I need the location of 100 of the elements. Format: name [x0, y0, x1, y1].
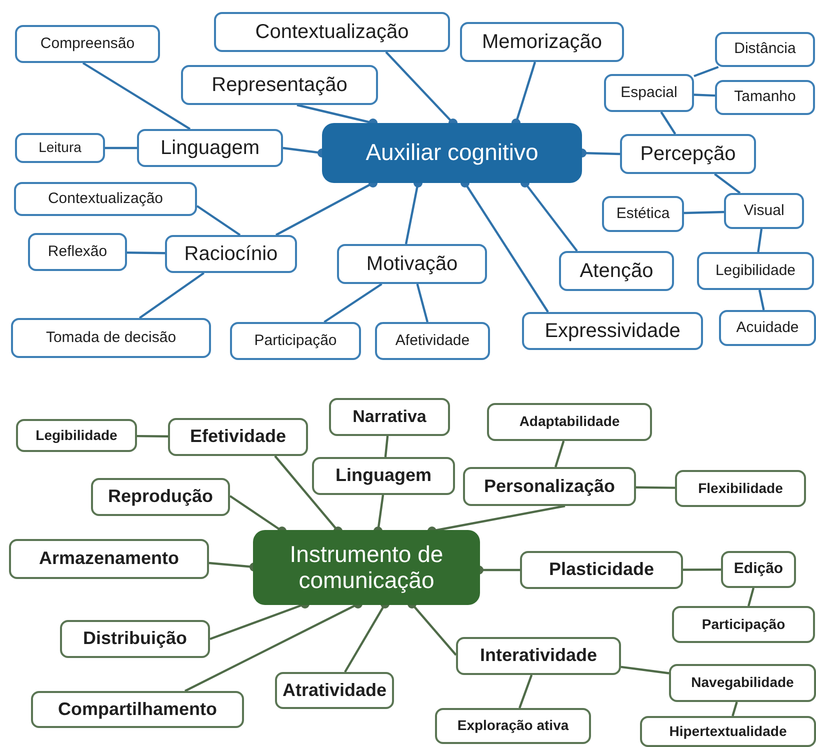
topic-box — [559, 251, 674, 291]
topic-box — [602, 196, 684, 232]
topic-label: Atratividade — [281, 680, 388, 700]
topic-box — [487, 403, 652, 441]
topic-label: Atenção — [578, 260, 654, 282]
topic-label: Edição — [732, 561, 784, 578]
topic-box — [9, 539, 209, 579]
central-topic-box — [322, 123, 582, 183]
topic-box — [460, 22, 624, 62]
topic-label: Auxiliar cognitivo — [364, 140, 540, 166]
topic-box — [214, 12, 450, 52]
topic-label: Acuidade — [735, 320, 800, 336]
topic-label: Memorização — [480, 31, 604, 53]
connector-line — [324, 283, 382, 323]
connector-line — [384, 436, 389, 458]
topic-box — [375, 322, 490, 360]
connector-line — [683, 568, 721, 571]
topic-label: Distância — [733, 41, 797, 58]
topic-label: Armazenamento — [38, 549, 180, 569]
topic-box — [620, 134, 756, 174]
topic-label: Afetividade — [394, 332, 471, 350]
connector-line — [694, 66, 719, 78]
topic-label: Tamanho — [733, 89, 797, 106]
topic-label: Linguagem — [334, 466, 432, 486]
topic-box — [463, 467, 636, 506]
connector-line — [758, 290, 765, 310]
topic-box — [15, 133, 105, 163]
connector-line — [518, 674, 533, 708]
topic-label: Leitura — [38, 140, 82, 156]
connector-line — [636, 486, 676, 489]
topic-box — [715, 32, 815, 67]
topic-box — [456, 637, 621, 675]
connector-line — [126, 252, 166, 254]
topic-label: Interatividade — [478, 646, 598, 666]
topic-label: Personalização — [482, 476, 616, 496]
topic-box — [329, 398, 450, 436]
topic-box — [11, 318, 211, 358]
topic-label: Adaptabilidade — [518, 414, 621, 430]
connector-line — [732, 702, 738, 716]
topic-label: Instrumento de comunicação — [288, 542, 444, 593]
topic-label: Reprodução — [106, 487, 214, 507]
topic-box — [724, 193, 804, 229]
topic-label: Distribuição — [82, 629, 188, 649]
connector-line — [757, 228, 763, 252]
topic-box — [60, 620, 210, 658]
topic-box — [719, 310, 816, 346]
central-topic-box — [253, 530, 480, 605]
topic-box — [31, 691, 244, 728]
connector-line — [684, 210, 724, 214]
topic-box — [230, 322, 361, 360]
topic-label: Estética — [615, 206, 671, 222]
topic-label: Narrativa — [352, 408, 428, 426]
topic-box — [721, 551, 796, 588]
topic-label: Representação — [210, 74, 348, 96]
topic-label: Contextualização — [254, 21, 410, 43]
connector-line — [82, 62, 191, 130]
topic-label: Plasticidade — [548, 560, 656, 580]
topic-box — [91, 478, 230, 516]
connector-line — [660, 111, 676, 135]
topic-label: Percepção — [639, 143, 737, 165]
connector-line — [620, 666, 670, 674]
topic-box — [640, 716, 816, 747]
topic-box — [522, 312, 703, 350]
topic-box — [672, 606, 815, 643]
topic-box — [312, 457, 455, 495]
topic-box — [275, 672, 394, 709]
topic-box — [337, 244, 487, 284]
topic-label: Reflexão — [46, 244, 108, 260]
topic-label: Tomada de decisão — [44, 330, 178, 346]
topic-label: Espacial — [620, 84, 678, 102]
topic-box — [16, 419, 137, 452]
topic-box — [675, 470, 806, 507]
connector-line — [747, 588, 755, 606]
topic-label: Hipertextualidade — [668, 724, 788, 740]
connector-line — [714, 173, 741, 194]
connector-line — [554, 440, 565, 468]
connector-line — [196, 205, 241, 236]
topic-label: Contextualização — [46, 190, 164, 208]
topic-label: Legibilidade — [34, 428, 118, 444]
topic-box — [14, 182, 197, 216]
topic-box — [435, 708, 591, 744]
topic-label: Participação — [253, 332, 338, 350]
connector-line — [416, 284, 428, 322]
topic-box — [165, 235, 297, 273]
topic-box — [520, 551, 683, 589]
connector-line — [694, 94, 716, 97]
topic-label: Compartilhamento — [56, 700, 218, 720]
topic-box — [604, 74, 694, 112]
topic-box — [181, 65, 378, 105]
connector-line — [136, 434, 168, 438]
topic-box — [28, 233, 127, 271]
topic-label: Exploração ativa — [456, 718, 570, 734]
topic-label: Efetividade — [188, 427, 288, 447]
topic-label: Compreensão — [39, 36, 136, 52]
topic-label: Participação — [700, 616, 786, 632]
topic-box — [669, 664, 816, 702]
topic-box — [715, 80, 815, 115]
topic-box — [168, 418, 308, 456]
topic-label: Expressividade — [544, 320, 682, 342]
topic-label: Motivação — [365, 253, 459, 275]
